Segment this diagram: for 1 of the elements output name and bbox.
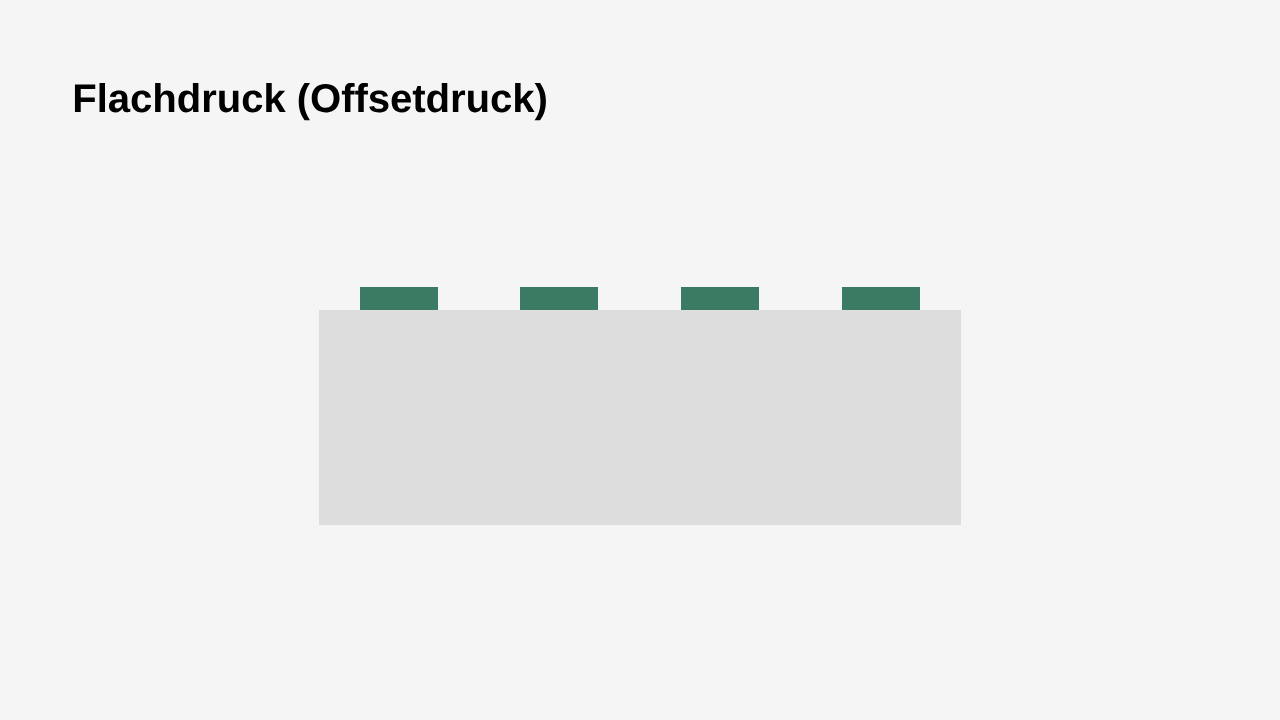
slide-title: Flachdruck (Offsetdruck) bbox=[74, 83, 546, 121]
